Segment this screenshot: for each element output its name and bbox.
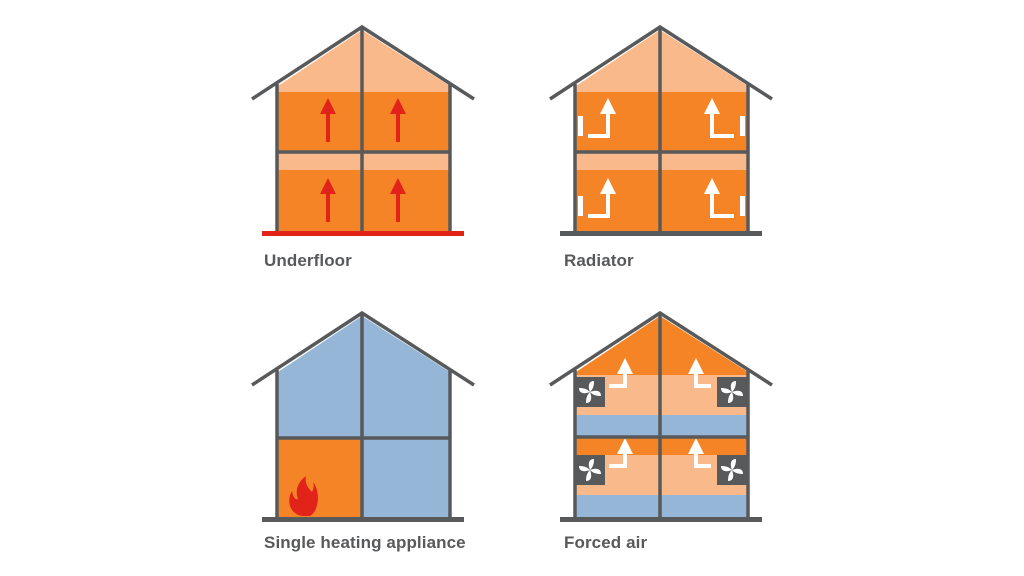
floor-strip [278,152,450,170]
label-single-heating-appliance: Single heating appliance [264,533,466,552]
radiator-icons [578,116,745,216]
gable-fill [278,30,450,92]
air-flow-arrow-icons [609,358,711,468]
label-radiator: Radiator [564,251,634,270]
ground-line [560,231,762,236]
underfloor-heating-line [262,231,464,236]
house-forced-air [549,310,773,522]
flame-icon [289,476,318,516]
lower-rooms [278,170,450,232]
heat-arrow-icons [320,98,406,222]
house-outline [251,24,475,233]
label-forced-air: Forced air [564,533,648,552]
house-radiator [549,24,773,236]
house-single-appliance [251,310,475,522]
label-underfloor: Underfloor [264,251,352,270]
warm-air-arrow-icons [588,98,734,218]
upper-rooms [278,92,450,152]
house-underfloor [251,24,475,236]
